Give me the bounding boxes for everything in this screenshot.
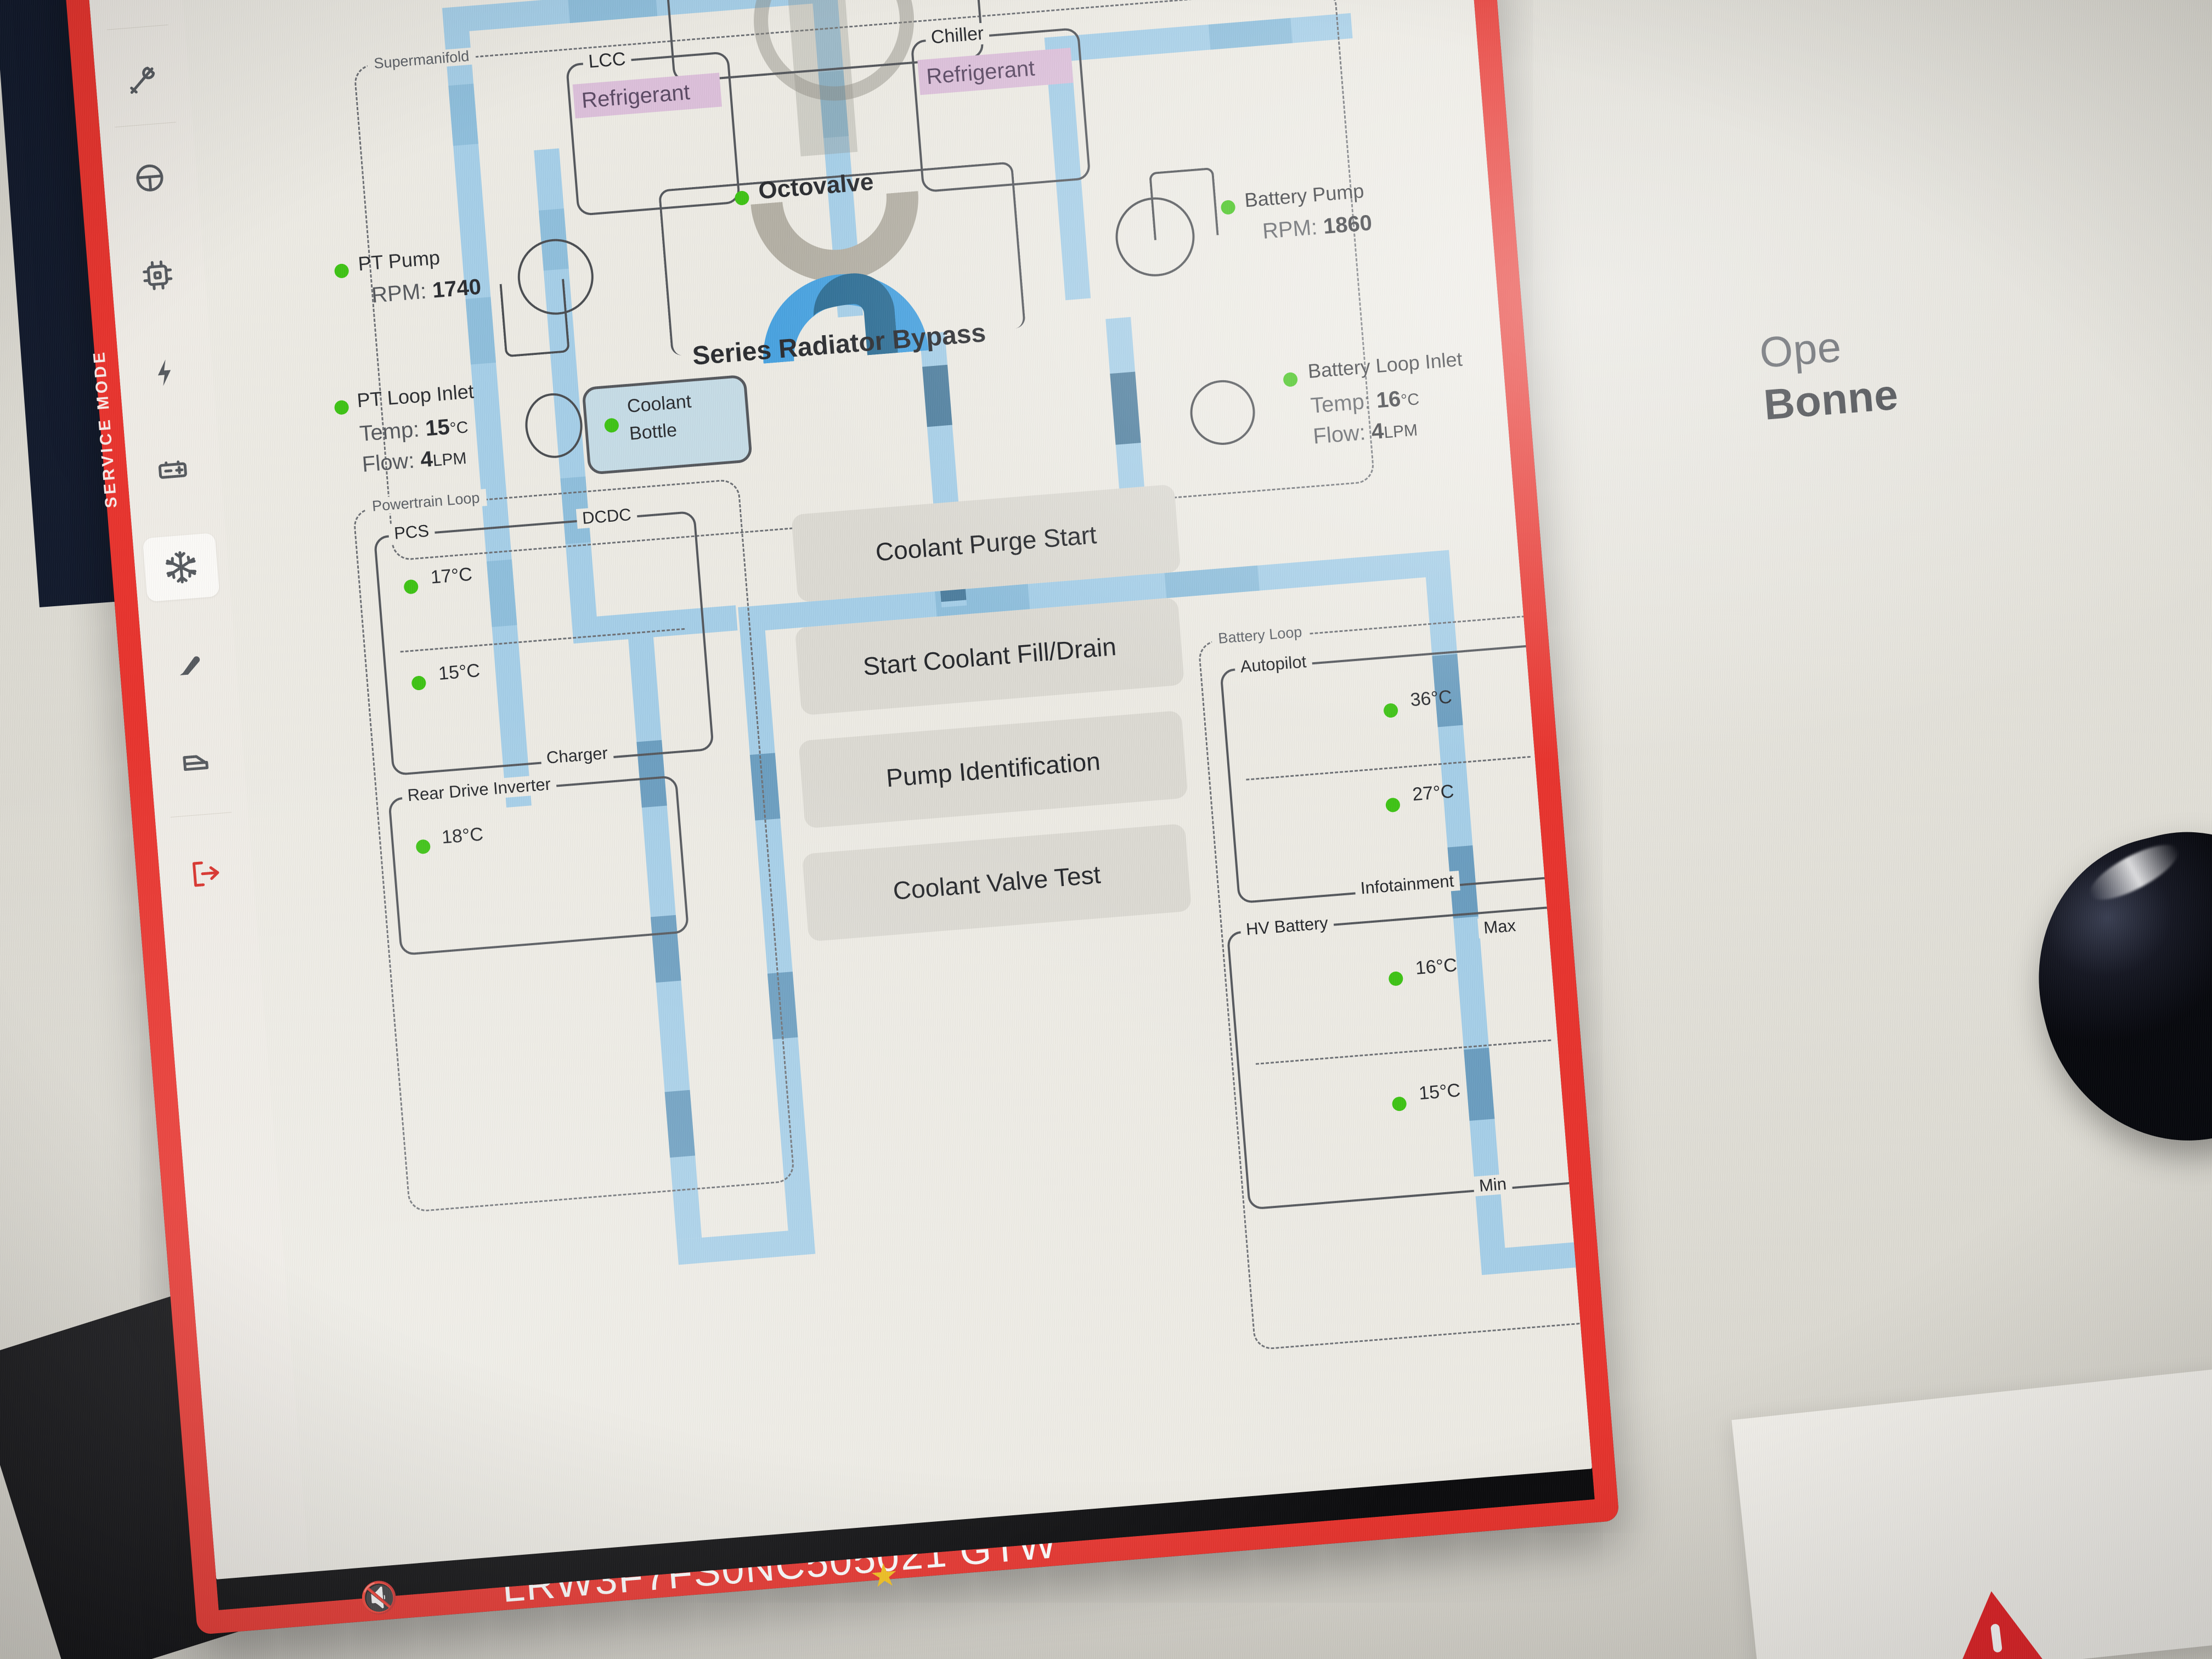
wiper-blade-icon	[179, 656, 200, 675]
service-tablet: Supermanifold Radiator Fan: 0 RPM LCC Re…	[60, 0, 1620, 1635]
service-mode-frame	[60, 0, 1620, 1635]
sidebar-item-electronics[interactable]	[119, 241, 196, 310]
sidebar-item-thermal[interactable]	[142, 532, 220, 602]
service-app: Supermanifold Radiator Fan: 0 RPM LCC Re…	[85, 0, 1593, 1581]
sidebar	[85, 0, 309, 1581]
sidebar-item-chassis[interactable]	[111, 143, 189, 212]
snowflake-icon	[166, 551, 197, 584]
wrench-screwdriver-icon	[130, 66, 155, 94]
sidebar-item-battery[interactable]	[134, 436, 212, 505]
battery-icon	[158, 460, 187, 479]
sidebar-item-wipers[interactable]	[150, 630, 228, 699]
sidebar-item-service[interactable]	[103, 46, 180, 115]
star-icon[interactable]: ★	[868, 1556, 900, 1595]
exit-arrow-icon	[192, 861, 219, 887]
sidebar-item-exit[interactable]	[167, 839, 245, 908]
sidebar-item-hv[interactable]	[127, 338, 204, 407]
chip-icon	[143, 260, 173, 290]
bolt-icon	[157, 359, 171, 386]
mute-icon[interactable]: 🔇	[358, 1578, 399, 1616]
door-icon	[183, 755, 209, 771]
sidebar-item-closures[interactable]	[158, 727, 235, 797]
steering-wheel-icon	[136, 164, 163, 191]
